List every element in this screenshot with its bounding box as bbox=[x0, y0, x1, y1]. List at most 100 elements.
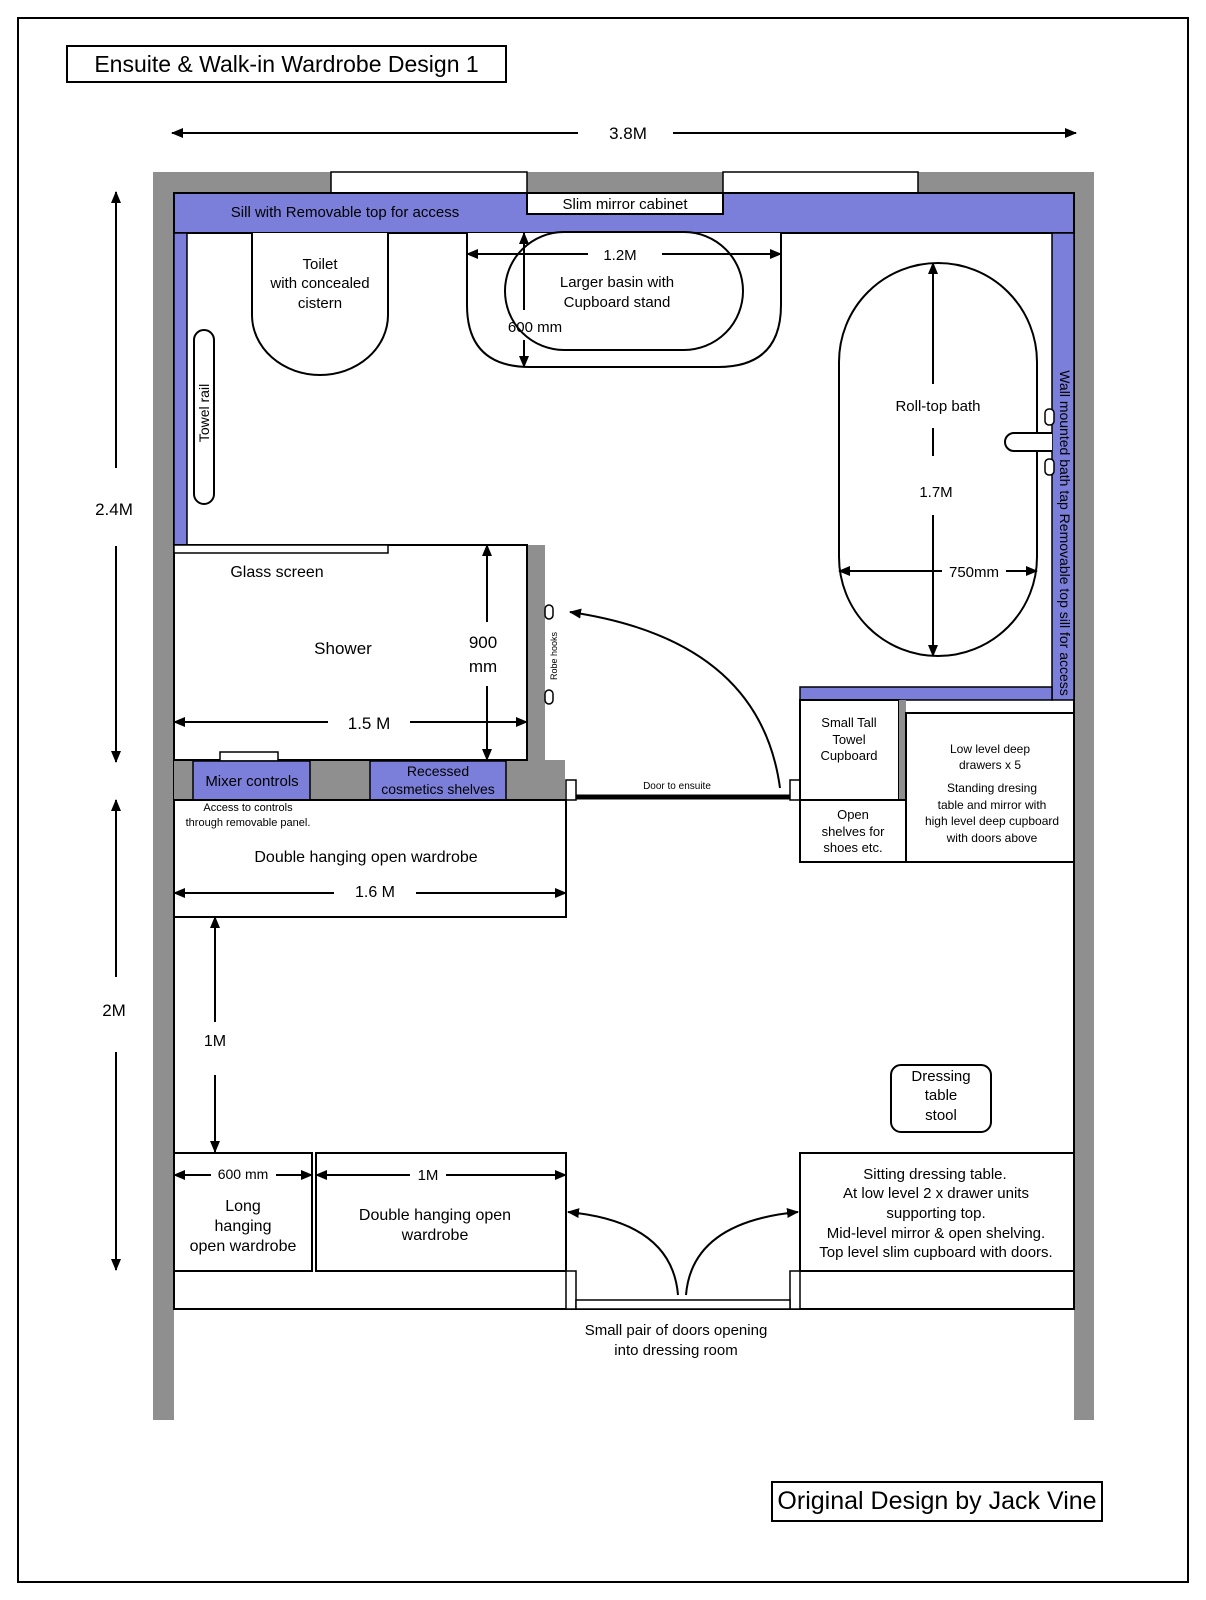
roll-top-bath bbox=[838, 262, 1038, 657]
total-width-label: 3.8M bbox=[609, 124, 647, 143]
shower-wall bbox=[527, 545, 545, 767]
clearance-label: 1M bbox=[204, 1033, 226, 1050]
stool bbox=[890, 1064, 992, 1133]
long-hanging-label-2: hanging bbox=[215, 1218, 272, 1235]
towel-cupboard-label-1: Small Tall bbox=[821, 715, 877, 730]
drawers-label-1: Low level deep bbox=[950, 742, 1030, 756]
door-to-ensuite-label: Door to ensuite bbox=[643, 781, 711, 792]
long-hanging-width-label: 600 mm bbox=[218, 1166, 269, 1182]
cosmetics-label-2: cosmetics shelves bbox=[381, 781, 495, 797]
door-swing-arc bbox=[569, 608, 781, 789]
door-post-right bbox=[789, 1270, 801, 1310]
drawers-unit bbox=[905, 712, 1075, 863]
right-sill-label: Wall mounted bath tap Removable top sill… bbox=[1057, 370, 1073, 696]
bath-end-sill bbox=[799, 686, 1053, 701]
towel-rail: Towel rail bbox=[193, 329, 215, 505]
doors-note-1: Small pair of doors opening bbox=[585, 1322, 768, 1339]
robe-hook-icon bbox=[544, 604, 554, 620]
stool-label-3: stool bbox=[925, 1107, 957, 1124]
toilet: Toilet with concealed cistern bbox=[251, 233, 389, 376]
towel-cupboard bbox=[799, 699, 900, 801]
basin-label-1: Larger basin with bbox=[560, 274, 674, 291]
window-right bbox=[722, 171, 919, 194]
basin-bowl bbox=[504, 231, 744, 351]
toilet-bowl bbox=[251, 233, 389, 376]
toilet-label-1: Toilet bbox=[302, 256, 338, 273]
long-hanging-label-1: Long bbox=[225, 1198, 261, 1215]
door-jamb-left bbox=[565, 779, 577, 801]
robe-hook-icon bbox=[544, 689, 554, 705]
shower-depth-label-2: mm bbox=[469, 657, 497, 676]
double-hanging-wardrobe-top bbox=[173, 799, 567, 918]
double-hanging-label-1: Double hanging open bbox=[359, 1207, 511, 1224]
toilet-label-2: with concealed bbox=[269, 275, 369, 292]
drawers-label-3: Standing dresing bbox=[947, 781, 1037, 795]
glass-screen-label: Glass screen bbox=[230, 564, 323, 581]
double-hanging-wardrobe-bottom bbox=[315, 1152, 567, 1272]
door-swing-right bbox=[685, 1208, 799, 1296]
double-hanging-label-2: wardrobe bbox=[401, 1227, 469, 1244]
drawers-label-5: high level deep cupboard bbox=[925, 814, 1059, 828]
shower-width-label: 1.5 M bbox=[348, 714, 391, 733]
open-shelves-label-1: Open bbox=[837, 807, 869, 822]
open-shelves-label-2: shelves for bbox=[822, 824, 886, 839]
open-shelves bbox=[799, 799, 907, 863]
shower: Glass screen Shower 900 mm 1.5 M bbox=[173, 544, 528, 762]
window-left bbox=[330, 171, 528, 194]
overall-dimensions: 3.8M 2.4M 2M bbox=[95, 124, 1077, 1271]
stool-label-1: Dressing bbox=[911, 1068, 970, 1085]
sitting-dressing-table: Sitting dressing table. At low level 2 x… bbox=[799, 1152, 1075, 1272]
shower-label: Shower bbox=[314, 639, 372, 658]
access-note-1: Access to controls bbox=[203, 802, 293, 814]
design-credit: Original Design by Jack Vine bbox=[777, 1487, 1097, 1515]
ensuite-height-label: 2.4M bbox=[95, 500, 133, 519]
page-title: Ensuite & Walk-in Wardrobe Design 1 bbox=[94, 50, 479, 77]
door-swing-left bbox=[567, 1208, 679, 1296]
doors-note-2: into dressing room bbox=[614, 1342, 737, 1359]
bath-length-label: 1.7M bbox=[919, 484, 952, 501]
clearance-dimension: 1M bbox=[204, 916, 226, 1153]
credit-box: Original Design by Jack Vine bbox=[771, 1481, 1103, 1522]
shower-valve bbox=[219, 751, 279, 762]
drawers-label-2: drawers x 5 bbox=[959, 758, 1021, 772]
bottom-wardrobes: 600 mm Long hanging open wardrobe 1M Dou… bbox=[173, 1152, 567, 1272]
shower-tray bbox=[173, 544, 528, 761]
dressing-room-doors: Small pair of doors opening into dressin… bbox=[565, 1208, 801, 1359]
open-shelves-label-3: shoes etc. bbox=[823, 840, 882, 855]
dressing-table-label-4: Mid-level mirror & open shelving. bbox=[827, 1225, 1045, 1242]
toilet-label-3: cistern bbox=[298, 295, 342, 312]
dressing-table bbox=[799, 1152, 1075, 1272]
basin: Larger basin with Cupboard stand 1.2M 60… bbox=[466, 231, 782, 368]
door-post-left bbox=[565, 1270, 577, 1310]
tap-handle-icon bbox=[1044, 408, 1055, 426]
towel-cupboard-label-2: Towel bbox=[832, 732, 865, 747]
drawers-label-6: with doors above bbox=[946, 831, 1038, 845]
left-sill bbox=[173, 232, 188, 552]
bath-label: Roll-top bath bbox=[895, 398, 980, 415]
mirror-cabinet bbox=[526, 192, 724, 215]
wardrobe-top-label: Double hanging open wardrobe bbox=[254, 849, 477, 866]
door-jamb-right bbox=[789, 779, 801, 801]
outside-area bbox=[174, 1310, 1074, 1420]
long-hanging-wardrobe bbox=[173, 1152, 313, 1272]
access-note-2: through removable panel. bbox=[186, 817, 311, 829]
long-hanging-label-3: open wardrobe bbox=[190, 1238, 297, 1255]
basin-width-label: 1.2M bbox=[603, 247, 636, 264]
towel-rail-label: Towel rail bbox=[196, 384, 212, 442]
towel-cupboard-label-3: Cupboard bbox=[820, 748, 877, 763]
tap-handle-icon bbox=[1044, 458, 1055, 476]
dressing-table-label-1: Sitting dressing table. bbox=[863, 1166, 1006, 1183]
bath: Roll-top bath 1.7M 750mm bbox=[838, 262, 1055, 657]
basin-label-2: Cupboard stand bbox=[564, 294, 671, 311]
mixer-controls-label: Mixer controls bbox=[205, 773, 298, 790]
towel-rail-bar bbox=[193, 329, 215, 505]
partition-fittings: Mixer controls Recessed cosmetics shelve… bbox=[192, 760, 507, 801]
dressing-table-label-5: Top level slim cupboard with doors. bbox=[819, 1244, 1052, 1261]
dressing-table-label-3: supporting top. bbox=[886, 1205, 985, 1222]
dressing-stool: Dressing table stool bbox=[890, 1064, 992, 1133]
cupboard-divider bbox=[899, 700, 906, 862]
door-threshold bbox=[575, 1299, 791, 1310]
shower-depth-label-1: 900 bbox=[469, 633, 497, 652]
robe-hooks-label: Robe hooks bbox=[549, 631, 559, 680]
